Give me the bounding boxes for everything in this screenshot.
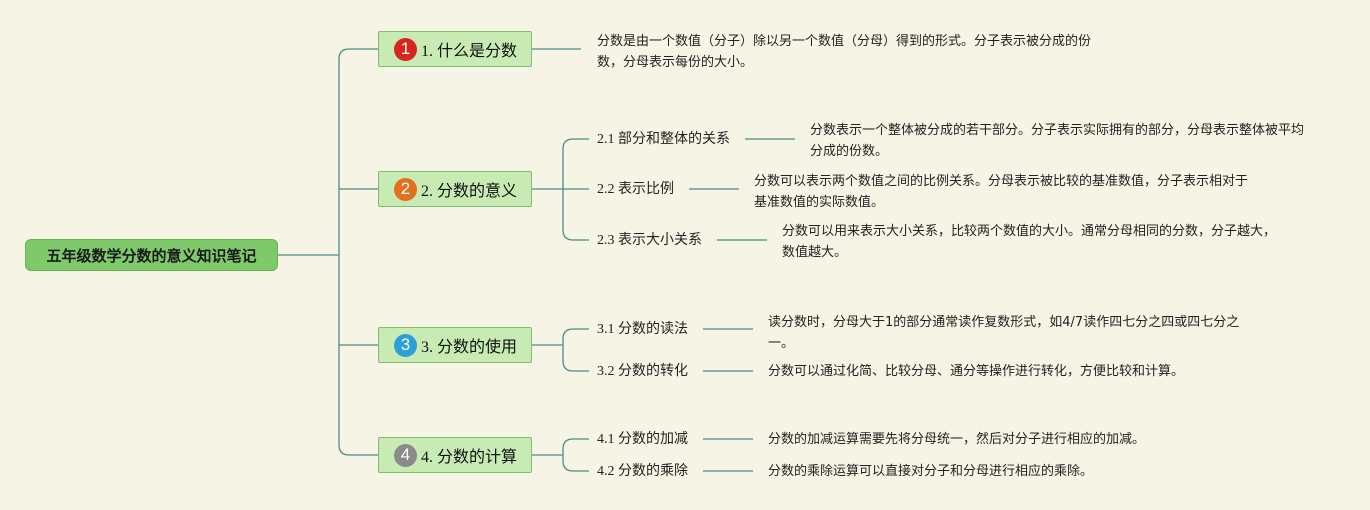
topic-1-label: 1. 什么是分数: [421, 43, 518, 60]
subtopic-4-2-desc: 分数的乘除运算可以直接对分子和分母进行相应的乘除。: [768, 464, 1094, 479]
root-label: 五年级数学分数的意义知识笔记: [46, 246, 257, 265]
subtopic-2-3-desc: 分数可以用来表示大小关系，比较两个数值的大小。通常分母相同的分数，分子越大，数值…: [782, 224, 1277, 260]
subtopic-3-2[interactable]: 3.2 分数的转化: [597, 364, 688, 379]
number-1-badge-icon: 1: [394, 37, 417, 61]
subtopic-3-1-desc: 读分数时，分母大于1的部分通常读作复数形式，如4/7读作四七分之四或四七分之一。: [768, 315, 1240, 351]
subtopic-4-1[interactable]: 4.1 分数的加减: [597, 432, 688, 447]
topic-1-node[interactable]: 1 1. 什么是分数: [378, 31, 532, 67]
topic-1-desc: 分数是由一个数值（分子）除以另一个数值（分母）得到的形式。分子表示被分成的份数，…: [597, 34, 1092, 70]
connector-topic-2-bracket: [532, 138, 589, 241]
subtopic-4-2[interactable]: 4.2 分数的乘除: [597, 464, 688, 479]
subtopic-2-2[interactable]: 2.2 表示比例: [597, 182, 674, 197]
topic-2-node[interactable]: 2 2. 分数的意义: [378, 171, 532, 207]
topic-3-node[interactable]: 3 3. 分数的使用: [378, 327, 532, 363]
connector-topic-3-bracket: [532, 328, 589, 372]
root-node[interactable]: 五年级数学分数的意义知识笔记: [25, 239, 278, 271]
subtopic-2-1-desc: 分数表示一个整体被分成的若干部分。分子表示实际拥有的部分，分母表示整体被平均分成…: [810, 123, 1305, 159]
topic-3-label: 3. 分数的使用: [421, 339, 518, 356]
subtopic-2-2-desc: 分数可以表示两个数值之间的比例关系。分母表示被比较的基准数值，分子表示相对于基准…: [754, 174, 1249, 210]
connector-trunk: [338, 48, 350, 456]
subtopic-3-2-desc: 分数可以通过化简、比较分母、通分等操作进行转化，方便比较和计算。: [768, 364, 1185, 379]
number-3-badge-icon: 3: [394, 333, 417, 357]
topic-4-label: 4. 分数的计算: [421, 449, 518, 466]
subtopic-2-1[interactable]: 2.1 部分和整体的关系: [597, 132, 730, 147]
connector-topic-4-bracket: [532, 438, 589, 472]
topic-2-label: 2. 分数的意义: [421, 183, 518, 200]
subtopic-4-1-desc: 分数的加减运算需要先将分母统一，然后对分子进行相应的加减。: [768, 432, 1146, 447]
subtopic-2-3[interactable]: 2.3 表示大小关系: [597, 233, 702, 248]
subtopic-3-1[interactable]: 3.1 分数的读法: [597, 322, 688, 337]
number-4-badge-icon: 4: [394, 443, 417, 467]
topic-4-node[interactable]: 4 4. 分数的计算: [378, 437, 532, 473]
number-2-badge-icon: 2: [394, 177, 417, 201]
